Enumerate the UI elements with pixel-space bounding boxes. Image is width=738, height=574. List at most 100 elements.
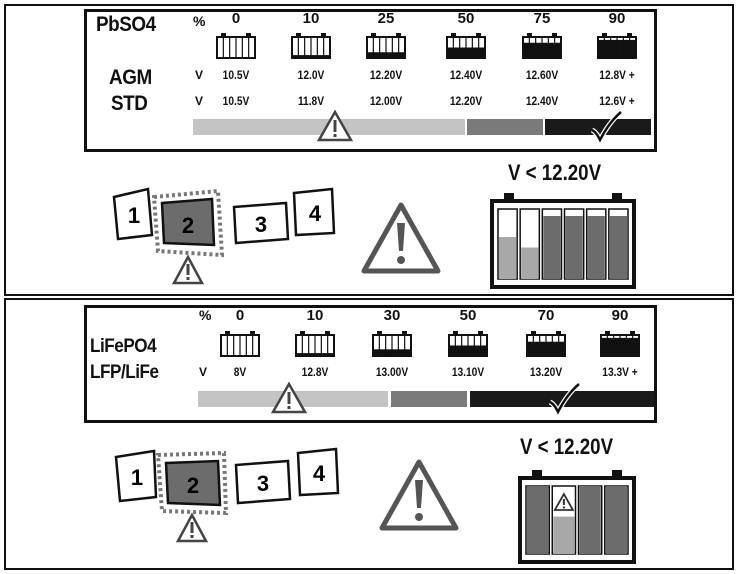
bottom-percent-symbol: % — [199, 307, 212, 323]
bottom-percent-3: 50 — [459, 307, 477, 324]
top-warning-title: V < 12.20V — [508, 160, 602, 185]
top-agm-label: AGM — [109, 66, 152, 89]
top-cell-1 — [519, 208, 541, 280]
bottom-step-2: 2 — [155, 450, 229, 516]
top-percent-symbol: % — [193, 13, 206, 29]
top-std-volt-symbol: V — [195, 94, 204, 108]
top-std-voltages-4: 12.40V — [525, 94, 559, 108]
bottom-voltages-2: 13.00V — [375, 365, 409, 379]
top-battery-icon-2 — [366, 33, 406, 59]
top-std-voltages-0: 10.5V — [222, 94, 250, 108]
top-step-2: 2 — [151, 188, 225, 258]
bottom-bar-warning-icon — [271, 382, 307, 414]
top-agm-voltages-1: 12.0V — [297, 68, 325, 82]
bottom-voltages-5: 13.3V + — [602, 365, 638, 379]
bottom-lfp-label: LFP/LiFe — [90, 362, 159, 383]
top-step-2-label: 2 — [182, 213, 194, 238]
top-steps-diagram: 1 2 3 4 — [112, 187, 336, 285]
bottom-chemistry-label: LiFePO4 — [90, 336, 157, 357]
bottom-voltages-0: 8V — [233, 365, 247, 379]
bottom-step-3-label: 3 — [257, 471, 269, 496]
top-percent-0: 0 — [231, 10, 241, 27]
top-chemistry-label: PbSO4 — [96, 13, 156, 36]
bottom-volt-symbol: V — [199, 365, 208, 379]
top-battery-icon-3 — [446, 33, 486, 59]
bottom-charge-bar-high — [470, 391, 654, 407]
top-step-3: 3 — [232, 201, 290, 245]
top-percent-2: 25 — [377, 10, 395, 27]
top-panel — [4, 4, 734, 296]
bottom-charge-bar-mid — [391, 391, 467, 407]
bottom-step-warning-icon — [175, 512, 209, 543]
top-step-4: 4 — [292, 187, 336, 237]
top-agm-voltages-2: 12.20V — [369, 68, 403, 82]
bottom-battery-icon-3 — [448, 331, 488, 357]
top-std-voltages-1: 11.8V — [297, 94, 325, 108]
top-percent-3: 50 — [457, 10, 475, 27]
bottom-step-2-label: 2 — [187, 473, 199, 498]
top-cell-2 — [541, 208, 563, 280]
bottom-percent-5: 90 — [611, 307, 629, 324]
top-std-voltages-2: 12.00V — [369, 94, 403, 108]
top-bar-warning-icon — [317, 110, 353, 142]
top-voltage-table — [84, 9, 657, 152]
bottom-voltages-3: 13.10V — [451, 365, 485, 379]
top-battery-icon-5 — [597, 33, 637, 59]
bottom-cell-2 — [577, 485, 603, 555]
bottom-step-3: 3 — [234, 459, 292, 505]
bottom-percent-0: 0 — [235, 307, 245, 324]
top-cell-5 — [608, 208, 629, 280]
bottom-percent-4: 70 — [537, 307, 555, 324]
top-agm-voltages-3: 12.40V — [449, 68, 483, 82]
bottom-battery-icon-2 — [372, 331, 412, 357]
bottom-cell-3 — [604, 485, 629, 555]
top-percent-1: 10 — [302, 10, 320, 27]
top-std-voltages-3: 12.20V — [449, 94, 483, 108]
bottom-step-4-label: 4 — [313, 461, 326, 486]
bottom-voltages-4: 13.20V — [529, 365, 563, 379]
top-std-label: STD — [111, 92, 148, 115]
top-bar-check-icon — [590, 110, 623, 144]
top-percent-4: 75 — [533, 10, 551, 27]
top-charge-bar-mid — [467, 119, 543, 135]
top-cell-3 — [563, 208, 585, 280]
bottom-bar-check-icon — [548, 382, 581, 416]
bottom-step-1-label: 1 — [131, 465, 143, 490]
bottom-battery-icon-0 — [220, 331, 260, 357]
top-agm-voltages-5: 12.8V + — [599, 68, 635, 82]
bottom-voltages-1: 12.8V — [301, 365, 329, 379]
top-step-4-label: 4 — [309, 201, 322, 226]
bottom-voltage-table — [84, 305, 657, 423]
top-step-warning-icon — [171, 254, 205, 285]
top-cell-0 — [497, 208, 518, 280]
bottom-step-1: 1 — [114, 449, 158, 503]
top-battery-icon-0 — [216, 33, 256, 59]
bottom-warning-title: V < 12.20V — [520, 434, 614, 459]
top-agm-voltages-0: 10.5V — [222, 68, 250, 82]
top-percent-5: 90 — [608, 10, 626, 27]
bottom-large-warning-icon — [379, 459, 459, 531]
bottom-battery-icon-5 — [600, 331, 640, 357]
top-cell-4 — [585, 208, 607, 280]
bottom-percent-1: 10 — [306, 307, 324, 324]
bottom-step-4: 4 — [296, 447, 340, 497]
bottom-battery-icon-4 — [526, 331, 566, 357]
top-step-1-label: 1 — [128, 203, 140, 228]
bottom-battery-cells — [518, 470, 636, 564]
top-charge-bar-high — [545, 119, 651, 135]
top-battery-icon-4 — [522, 33, 562, 59]
bottom-steps-diagram: 1 2 3 4 — [114, 447, 340, 543]
bottom-panel — [4, 298, 734, 570]
top-agm-volt-symbol: V — [195, 68, 204, 82]
top-std-voltages-5: 12.6V + — [599, 94, 635, 108]
bottom-cell-0 — [525, 485, 550, 555]
top-step-3-label: 3 — [255, 212, 267, 237]
top-agm-voltages-4: 12.60V — [525, 68, 559, 82]
top-battery-icon-1 — [291, 33, 331, 59]
top-battery-cells — [490, 193, 636, 289]
bottom-battery-icon-1 — [295, 331, 335, 357]
top-step-1: 1 — [112, 187, 154, 241]
top-large-warning-icon — [361, 202, 441, 274]
bottom-cell-warning-icon — [553, 492, 575, 511]
bottom-percent-2: 30 — [383, 307, 401, 324]
